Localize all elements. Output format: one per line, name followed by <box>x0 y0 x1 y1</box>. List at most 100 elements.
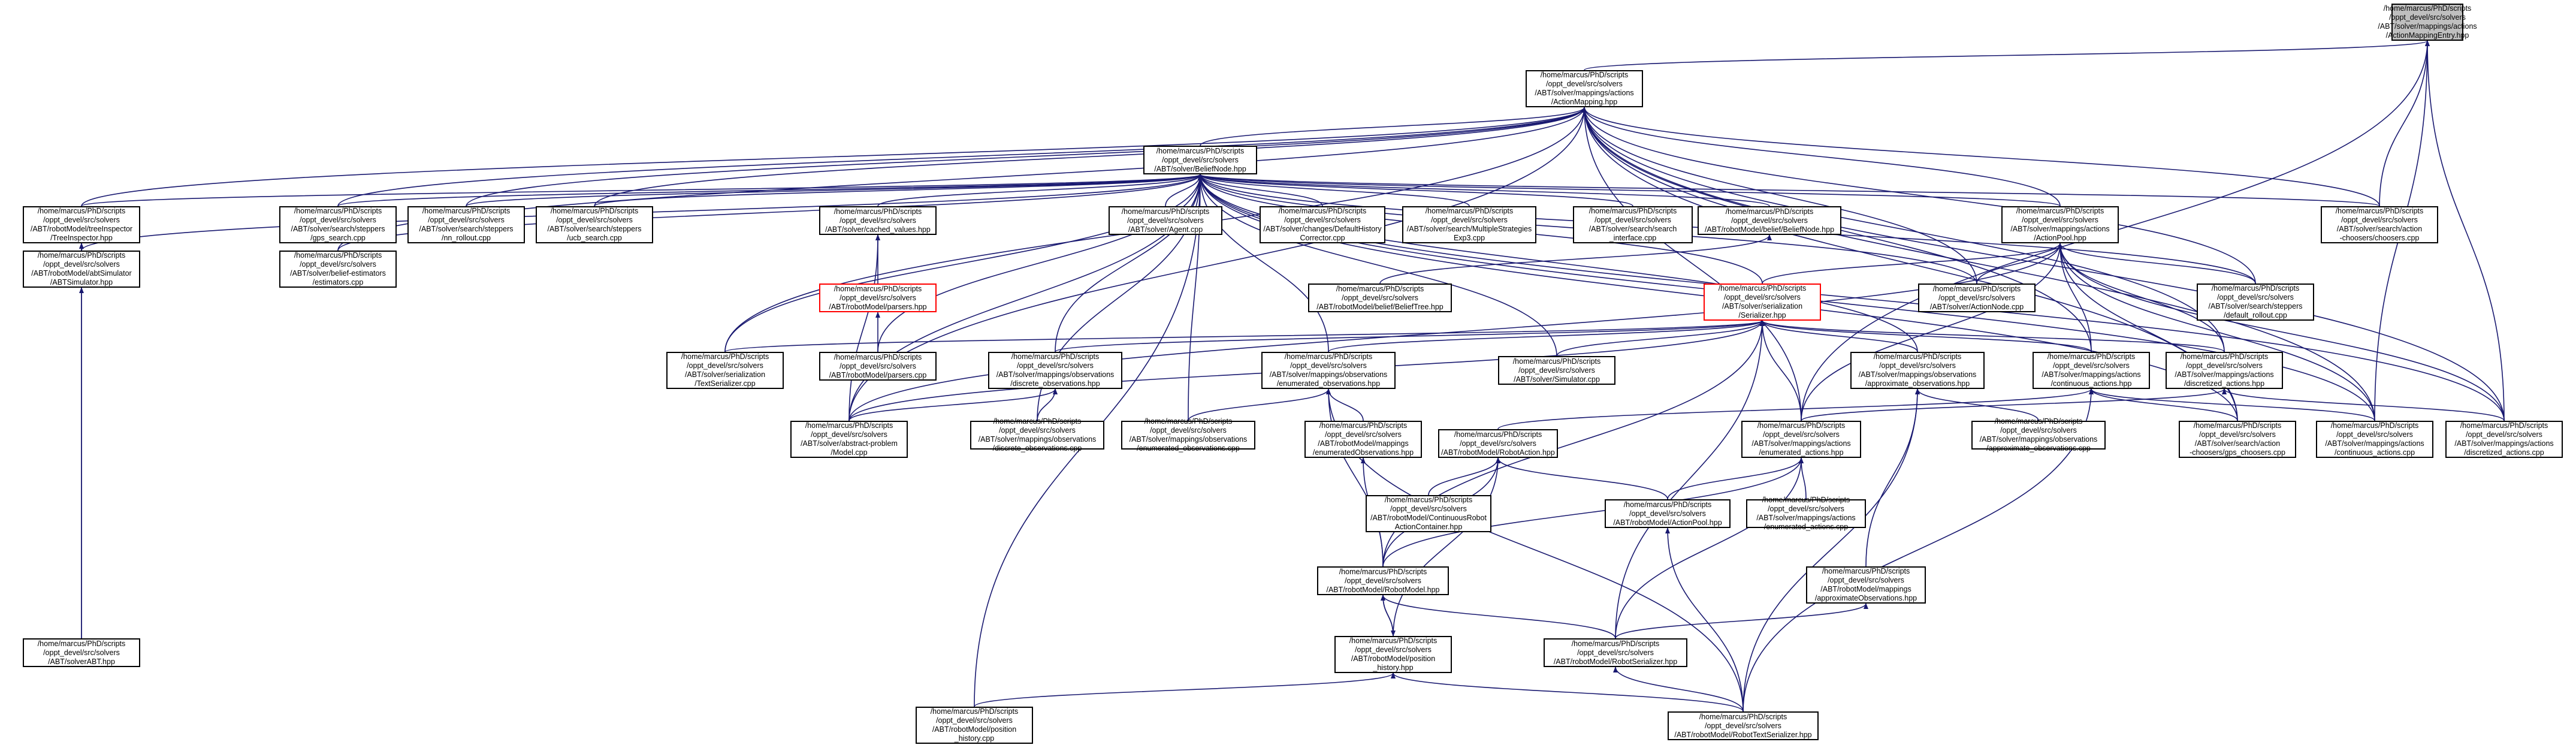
node-enum-obs-hpp[interactable]: /home/marcus/PhD/scripts/oppt_devel/src/… <box>1261 352 1396 389</box>
edge-robotmodel-to-position_history_hpp <box>1382 595 1396 637</box>
edge-actionpool_rm-to-enum_actions_hpp <box>1667 457 1804 500</box>
node-label-line: /oppt_devel/src/solvers <box>43 216 120 224</box>
node-multiplestrategies[interactable]: /home/marcus/PhD/scripts/oppt_devel/src/… <box>1402 206 1536 243</box>
node-label-line: /oppt_devel/src/solvers <box>1768 505 1844 513</box>
node-robottextserializer[interactable]: /home/marcus/PhD/scripts/oppt_devel/src/… <box>1668 711 1819 740</box>
node-robotmodel[interactable]: /home/marcus/PhD/scripts/oppt_devel/src/… <box>1317 566 1449 595</box>
node-search-interface[interactable]: /home/marcus/PhD/scripts/oppt_devel/src/… <box>1573 206 1693 243</box>
node-position-history-cpp[interactable]: /home/marcus/PhD/scripts/oppt_devel/src/… <box>916 707 1033 744</box>
node-treeinspector[interactable]: /home/marcus/PhD/scripts/oppt_devel/src/… <box>23 206 140 243</box>
node-agent[interactable]: /home/marcus/PhD/scripts/oppt_devel/src/… <box>1109 206 1222 235</box>
node-solverabt[interactable]: /home/marcus/PhD/scripts/oppt_devel/src/… <box>23 638 140 667</box>
node-gps-search[interactable]: /home/marcus/PhD/scripts/oppt_devel/src/… <box>279 206 397 243</box>
node-label-line: /home/marcus/PhD/scripts <box>1144 417 1233 426</box>
node-label-line: /oppt_devel/src/solvers <box>43 260 120 269</box>
node-label-line: /home/marcus/PhD/scripts <box>1757 421 1846 430</box>
node-label-line: /oppt_devel/src/solvers <box>1162 155 1239 164</box>
node-label-line: /oppt_devel/src/solvers <box>2000 426 2077 435</box>
node-beliefnode[interactable]: /home/marcus/PhD/scripts/oppt_devel/src/… <box>1143 146 1257 174</box>
node-parsers-hpp[interactable]: /home/marcus/PhD/scripts/oppt_devel/src/… <box>819 283 937 312</box>
node-label-line: /ABT/solver/mappings/observations <box>1269 370 1388 379</box>
edge-discrete_obs_hpp-to-beliefnode <box>1055 174 1203 352</box>
edge-parsers_cpp-to-beliefnode <box>877 174 1203 352</box>
node-label-line: /home/marcus/PhD/scripts <box>1384 496 1473 504</box>
node-discretized-actions-cpp[interactable]: /home/marcus/PhD/scripts/oppt_devel/src/… <box>2445 421 2563 458</box>
node-gps-choosers[interactable]: /home/marcus/PhD/scripts/oppt_devel/src/… <box>2179 421 2296 458</box>
node-discrete-obs-hpp[interactable]: /home/marcus/PhD/scripts/oppt_devel/src/… <box>988 352 1122 389</box>
node-label-line: /ABT/solver/search/action <box>2194 439 2281 448</box>
node-label-line: /estimators.cpp <box>312 278 364 286</box>
node-label-line: /oppt_devel/src/solvers <box>1518 366 1595 375</box>
node-label-line: /home/marcus/PhD/scripts <box>805 421 893 430</box>
edge-choosers-to-root <box>2379 40 2430 207</box>
node-label-line: /home/marcus/PhD/scripts <box>1571 639 1660 648</box>
node-label-line: /home/marcus/PhD/scripts <box>550 207 639 215</box>
node-label-line: /ABT/solver/mappings/actions <box>1756 514 1856 522</box>
node-approx-obs-cpp[interactable]: /home/marcus/PhD/scripts/oppt_devel/src/… <box>1971 417 2106 453</box>
node-label-line: /oppt_devel/src/solvers <box>1828 576 1904 584</box>
node-robotaction[interactable]: /home/marcus/PhD/scripts/oppt_devel/src/… <box>1438 429 1558 458</box>
node-label-line: /ABT/solver/belief-estimators <box>290 269 386 278</box>
node-label-line: /home/marcus/PhD/scripts <box>993 417 1082 426</box>
node-label-line: /ABT/robotModel/ActionPool.hpp <box>1613 518 1722 527</box>
node-label-line: /oppt_devel/src/solvers <box>300 216 376 224</box>
node-label-line: /oppt_devel/src/solvers <box>839 216 916 225</box>
node-label-line: /ABT/solver/search/MultipleStrategies <box>1406 225 1532 233</box>
node-actionpool-rm[interactable]: /home/marcus/PhD/scripts/oppt_devel/src/… <box>1605 499 1731 528</box>
node-actionnode[interactable]: /home/marcus/PhD/scripts/oppt_devel/src/… <box>1918 283 2036 312</box>
edge-robottextserializer-to-position_history_hpp <box>1391 672 1744 712</box>
node-label-line: /home/marcus/PhD/scripts <box>833 284 922 293</box>
node-enum-actions-cpp[interactable]: /home/marcus/PhD/scripts/oppt_devel/src/… <box>1746 496 1866 531</box>
node-actionmapping[interactable]: /home/marcus/PhD/scripts/oppt_devel/src/… <box>1526 70 1643 107</box>
node-choosers[interactable]: /home/marcus/PhD/scripts/oppt_devel/src/… <box>2321 206 2438 243</box>
node-label-line: /home/marcus/PhD/scripts <box>1156 146 1245 155</box>
node-default-rollout[interactable]: /home/marcus/PhD/scripts/oppt_devel/src/… <box>2197 283 2314 321</box>
node-abstract-problem[interactable]: /home/marcus/PhD/scripts/oppt_devel/src/… <box>790 421 908 458</box>
node-approx-obs-hpp[interactable]: /home/marcus/PhD/scripts/oppt_devel/src/… <box>1850 352 1985 389</box>
edge-robotserializer-to-enum_actions_hpp <box>1615 457 1804 639</box>
node-label-line: ActionContainer.hpp <box>1394 523 1463 531</box>
node-estimators[interactable]: /home/marcus/PhD/scripts/oppt_devel/src/… <box>279 251 397 288</box>
node-label-line: /home/marcus/PhD/scripts <box>1932 284 2021 293</box>
node-beliefnode-rm[interactable]: /home/marcus/PhD/scripts/oppt_devel/src/… <box>1698 206 1841 235</box>
node-simulator-cpp[interactable]: /home/marcus/PhD/scripts/oppt_devel/src/… <box>1498 356 1615 385</box>
node-label-line: /ABT/solver/Agent.cpp <box>1128 225 1203 234</box>
node-continuous-actions-cpp[interactable]: /home/marcus/PhD/scripts/oppt_devel/src/… <box>2316 421 2433 458</box>
node-label-line: /nn_rollout.cpp <box>441 234 491 242</box>
node-label-line: /oppt_devel/src/solvers <box>1731 216 1808 225</box>
node-robotserializer[interactable]: /home/marcus/PhD/scripts/oppt_devel/src/… <box>1544 638 1687 667</box>
node-label-line: /oppt_devel/src/solvers <box>1150 426 1227 435</box>
node-abtsimulator[interactable]: /home/marcus/PhD/scripts/oppt_devel/src/… <box>23 251 140 288</box>
node-textserializer[interactable]: /home/marcus/PhD/scripts/oppt_devel/src/… <box>666 352 784 389</box>
node-label-line: /TreeInspector.hpp <box>50 234 113 242</box>
node-parsers-cpp[interactable]: /home/marcus/PhD/scripts/oppt_devel/src/… <box>819 352 937 381</box>
node-label-line: /ABT/robotModel/RobotSerializer.hpp <box>1553 657 1678 666</box>
node-defaulthistory[interactable]: /home/marcus/PhD/scripts/oppt_devel/src/… <box>1260 206 1385 243</box>
node-actionpool[interactable]: /home/marcus/PhD/scripts/oppt_devel/src/… <box>2001 206 2119 243</box>
node-label-line: /oppt_devel/src/solvers <box>1342 293 1418 302</box>
node-nn-rollout[interactable]: /home/marcus/PhD/scripts/oppt_devel/src/… <box>407 206 525 243</box>
edge-enum_actions_hpp-to-actionmapping <box>1582 107 1802 421</box>
node-enumerated-observations-rm[interactable]: /home/marcus/PhD/scripts/oppt_devel/src/… <box>1304 421 1422 458</box>
node-label-line: /ABT/robotModel/mappings <box>1318 439 1409 448</box>
node-discretized-actions-hpp[interactable]: /home/marcus/PhD/scripts/oppt_devel/src/… <box>2166 352 2283 389</box>
node-approximate-observations-rm[interactable]: /home/marcus/PhD/scripts/oppt_devel/src/… <box>1806 566 1926 604</box>
node-continuousrobotaction[interactable]: /home/marcus/PhD/scripts/oppt_devel/src/… <box>1366 495 1491 532</box>
node-enum-obs-cpp[interactable]: /home/marcus/PhD/scripts/oppt_devel/src/… <box>1121 417 1255 453</box>
node-label-line: /ABT/solver/mappings/actions <box>2010 225 2110 233</box>
node-label-line: /discretized_actions.cpp <box>2464 448 2544 457</box>
node-ucb-search[interactable]: /home/marcus/PhD/scripts/oppt_devel/src/… <box>536 206 653 243</box>
node-label-line: /ActionPool.hpp <box>2034 234 2086 242</box>
node-continuous-actions-hpp[interactable]: /home/marcus/PhD/scripts/oppt_devel/src/… <box>2033 352 2150 389</box>
node-position-history-hpp[interactable]: /home/marcus/PhD/scripts/oppt_devel/src/… <box>1334 636 1452 673</box>
node-label-line: /oppt_devel/src/solvers <box>1724 293 1801 301</box>
node-label-line: /oppt_devel/src/solvers <box>2466 430 2542 439</box>
node-discrete-obs-cpp[interactable]: /home/marcus/PhD/scripts/oppt_devel/src/… <box>970 417 1104 453</box>
node-cached-values[interactable]: /home/marcus/PhD/scripts/oppt_devel/src/… <box>819 206 937 235</box>
node-label-line: /home/marcus/PhD/scripts <box>1994 417 2083 426</box>
node-enum-actions-hpp[interactable]: /home/marcus/PhD/scripts/oppt_devel/src/… <box>1741 421 1861 458</box>
edge-enum_actions_hpp-to-actionpool <box>1801 243 2062 421</box>
node-serializer[interactable]: /home/marcus/PhD/scripts/oppt_devel/src/… <box>1704 283 1821 321</box>
node-belieftree[interactable]: /home/marcus/PhD/scripts/oppt_devel/src/… <box>1308 283 1452 312</box>
node-label-line: /ABT/solver/serialization <box>1722 302 1803 310</box>
